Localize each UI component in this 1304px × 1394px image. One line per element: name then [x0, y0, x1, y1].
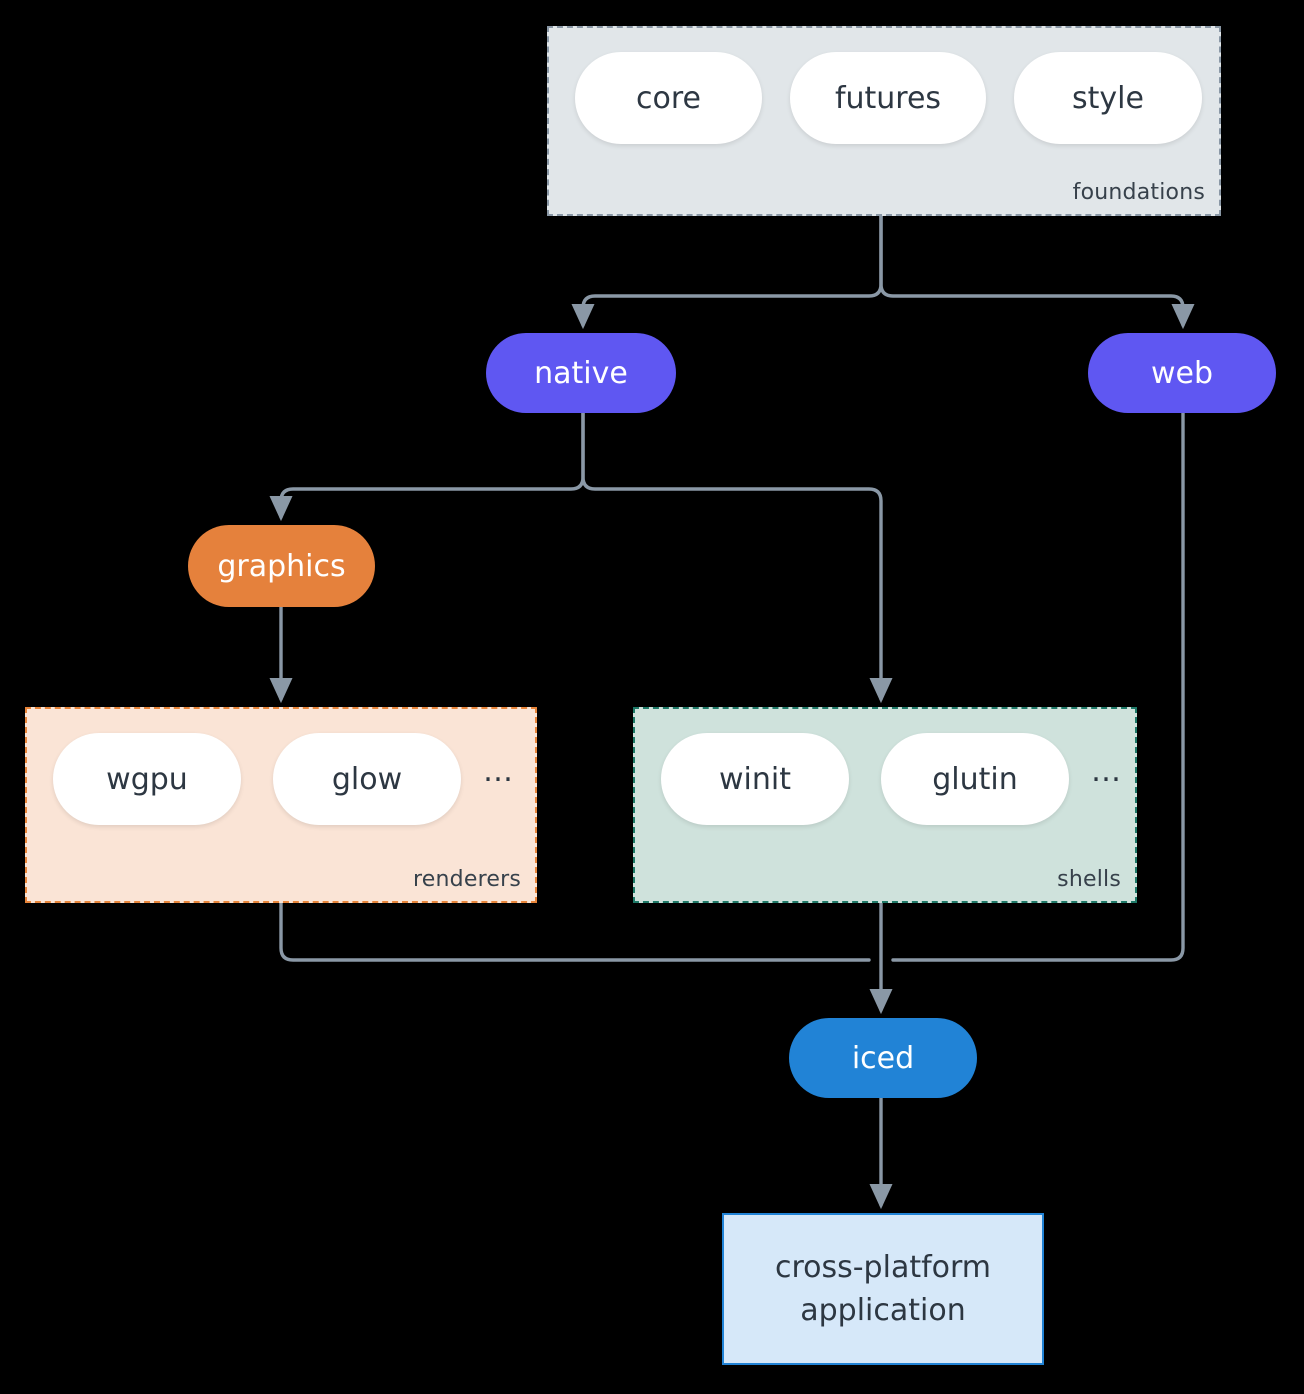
node-core[interactable]: core — [575, 52, 762, 144]
application-label-line1: cross-platform — [774, 1249, 992, 1285]
shells-item-row: winit glutin … — [661, 733, 1121, 825]
group-renderers: wgpu glow … renderers — [25, 707, 537, 903]
node-glutin[interactable]: glutin — [881, 733, 1069, 825]
node-futures[interactable]: futures — [790, 52, 986, 144]
group-shells: winit glutin … shells — [633, 707, 1137, 903]
edge-native-shells — [581, 411, 893, 704]
group-label-foundations: foundations — [1072, 180, 1205, 205]
node-native[interactable]: native — [486, 333, 676, 413]
foundations-item-row: core futures style — [575, 52, 1202, 144]
application-label-line2: application — [800, 1293, 966, 1328]
edge-foundations-native — [571, 214, 883, 330]
node-cross-platform-application[interactable]: cross-platform application — [722, 1213, 1044, 1365]
node-glow[interactable]: glow — [273, 733, 461, 825]
edge-foundations-web — [879, 214, 1195, 330]
node-graphics[interactable]: graphics — [188, 525, 375, 607]
node-web[interactable]: web — [1088, 333, 1276, 413]
group-label-shells: shells — [1057, 867, 1121, 892]
renderers-overflow-ellipsis: … — [483, 754, 513, 789]
renderers-item-row: wgpu glow … — [53, 733, 513, 825]
node-wgpu[interactable]: wgpu — [53, 733, 241, 825]
group-label-renderers: renderers — [413, 867, 521, 892]
edge-native-graphics — [269, 411, 585, 522]
node-style[interactable]: style — [1014, 52, 1202, 144]
node-winit[interactable]: winit — [661, 733, 849, 825]
shells-overflow-ellipsis: … — [1091, 754, 1121, 789]
node-iced[interactable]: iced — [789, 1018, 977, 1098]
edge-renderers-iced — [279, 901, 871, 962]
group-foundations: core futures style foundations — [547, 26, 1221, 216]
